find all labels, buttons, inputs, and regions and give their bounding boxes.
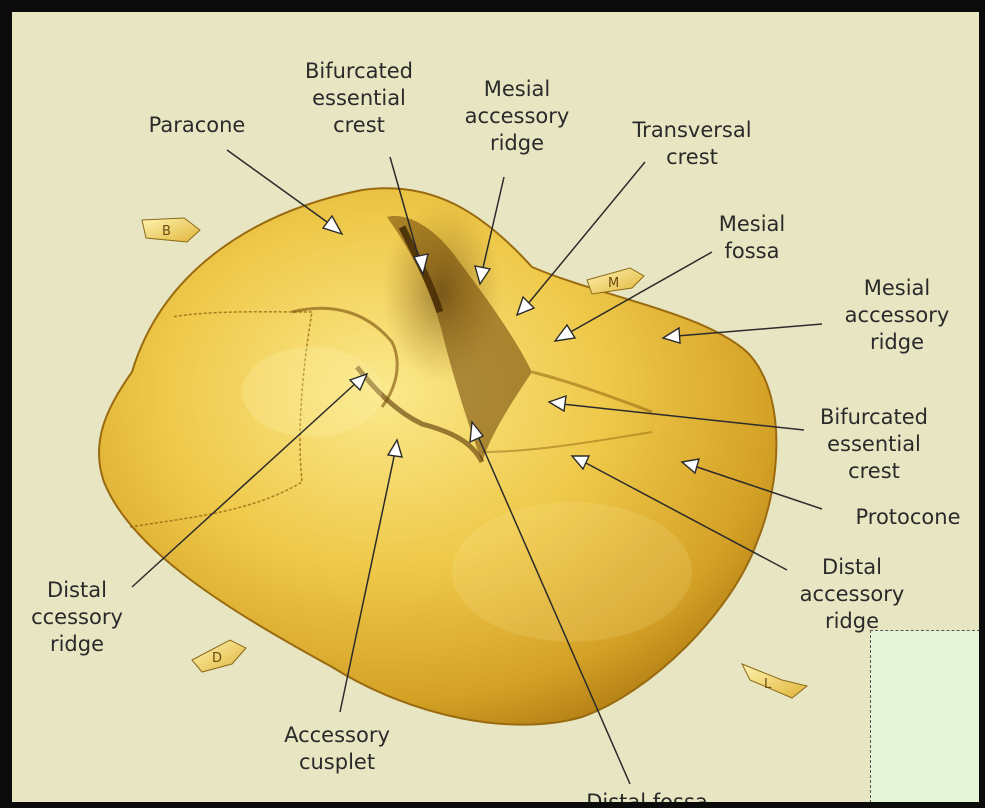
label-bifurcated-essential-crest-right: Bifurcated essential crest	[820, 405, 928, 483]
svg-text:Mesial: Mesial	[864, 276, 931, 300]
svg-text:Bifurcated: Bifurcated	[820, 405, 928, 429]
svg-text:Mesial: Mesial	[484, 77, 551, 101]
label-transversal-crest: Transversal crest	[631, 118, 751, 169]
svg-text:ridge: ridge	[870, 330, 924, 354]
svg-text:Mesial: Mesial	[719, 212, 786, 236]
label-protocone: Protocone	[855, 505, 960, 529]
svg-text:crest: crest	[333, 113, 385, 137]
svg-text:Distal fossa: Distal fossa	[586, 790, 708, 808]
tooth-diagram: B M D L	[12, 12, 985, 808]
svg-text:crest: crest	[848, 459, 900, 483]
svg-text:Distal: Distal	[47, 578, 107, 602]
label-mesial-fossa: Mesial fossa	[719, 212, 786, 263]
svg-text:Transversal: Transversal	[631, 118, 751, 142]
svg-text:Paracone: Paracone	[149, 113, 246, 137]
svg-text:accessory: accessory	[845, 303, 950, 327]
label-distal-fossa: Distal fossa	[586, 790, 708, 808]
svg-text:Distal: Distal	[822, 555, 882, 579]
svg-text:essential: essential	[827, 432, 921, 456]
tooth-crown	[99, 188, 776, 724]
svg-text:M: M	[608, 276, 619, 291]
svg-text:D: D	[212, 651, 222, 666]
svg-text:L: L	[764, 677, 772, 692]
svg-text:fossa: fossa	[725, 239, 780, 263]
orientation-marker-l: L	[742, 664, 807, 698]
inset-placeholder-box	[870, 630, 980, 803]
orientation-marker-d: D	[192, 640, 246, 672]
label-paracone: Paracone	[149, 113, 246, 137]
label-bifurcated-essential-crest-top: Bifurcated essential crest	[305, 59, 413, 137]
svg-text:cusplet: cusplet	[299, 750, 375, 774]
label-distal-accessory-ridge-left: Distal ccessory ridge	[31, 578, 123, 656]
svg-text:essential: essential	[312, 86, 406, 110]
svg-text:Protocone: Protocone	[855, 505, 960, 529]
svg-text:accessory: accessory	[800, 582, 905, 606]
orientation-marker-m: M	[587, 268, 644, 294]
svg-text:accessory: accessory	[465, 104, 570, 128]
svg-text:crest: crest	[666, 145, 718, 169]
svg-text:ridge: ridge	[490, 131, 544, 155]
svg-text:B: B	[162, 224, 171, 239]
svg-text:ridge: ridge	[50, 632, 104, 656]
label-mesial-accessory-ridge-top: Mesial accessory ridge	[465, 77, 570, 155]
orientation-marker-b: B	[142, 218, 200, 242]
label-mesial-accessory-ridge-right: Mesial accessory ridge	[845, 276, 950, 354]
svg-text:Bifurcated: Bifurcated	[305, 59, 413, 83]
svg-text:Accessory: Accessory	[284, 723, 390, 747]
label-distal-accessory-ridge-right: Distal accessory ridge	[800, 555, 905, 633]
svg-text:ccessory: ccessory	[31, 605, 123, 629]
label-accessory-cusplet: Accessory cusplet	[284, 723, 390, 774]
